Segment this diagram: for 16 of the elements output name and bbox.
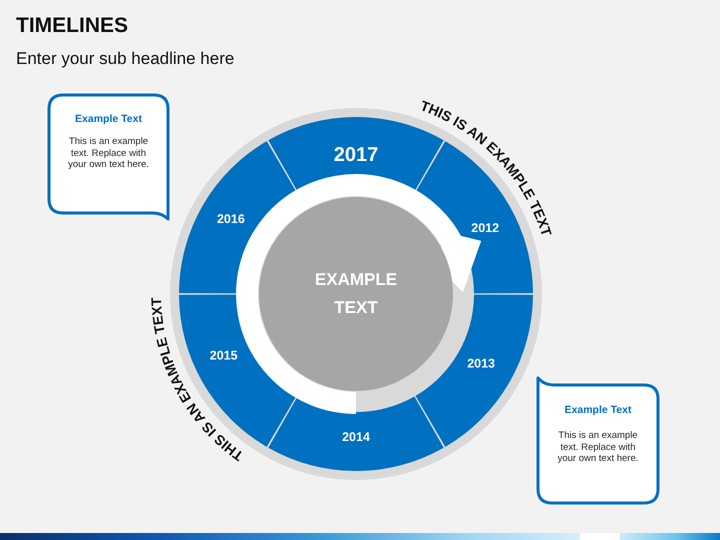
timeline-segment [179,141,296,294]
year-label: 2015 [210,348,238,363]
callout-heading: Example Text [564,404,632,417]
year-label: 2016 [217,212,245,226]
callout-text: This is an example text. Replace with your own text here. [67,136,150,170]
callout-text: This is an example text. Replace with your own text here. [556,430,640,464]
year-label: 2012 [471,221,500,236]
center-text: EXAMPLE TEXT [314,269,398,319]
callout-heading: Example Text [75,113,142,126]
timeline-segment [416,294,533,447]
timeline-segment [268,396,444,471]
subtitle: Enter your sub headline here [16,49,234,69]
year-label: 2017 [334,144,378,166]
year-label: 2014 [342,430,370,444]
year-label: 2013 [467,356,495,370]
slide-title: TIMELINES [16,14,128,38]
